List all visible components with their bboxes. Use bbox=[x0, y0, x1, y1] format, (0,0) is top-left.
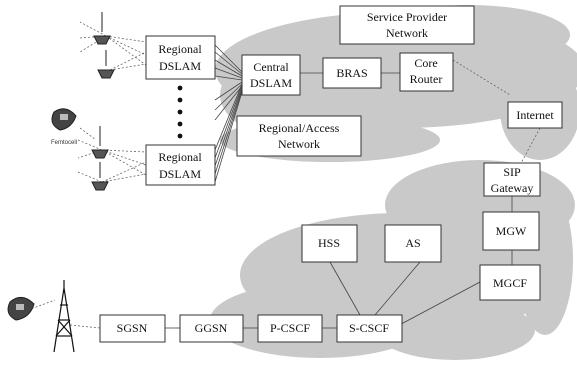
antenna-icon bbox=[91, 162, 109, 191]
bras-label: BRAS bbox=[336, 66, 367, 80]
regional-access-network-line2: Network bbox=[278, 137, 320, 151]
hss-label: HSS bbox=[318, 236, 340, 250]
mgw: MGW bbox=[482, 211, 540, 251]
internet-label: Internet bbox=[516, 108, 554, 122]
regional-dslam-top-line2: DSLAM bbox=[159, 59, 201, 73]
mobile-phone-icon bbox=[51, 108, 77, 131]
regional-access-network-line1: Regional/Access bbox=[259, 121, 340, 135]
s-cscf: S-CSCF bbox=[336, 314, 403, 343]
regional-access-network: Regional/Access Network bbox=[236, 115, 362, 157]
core-router-line2: Router bbox=[410, 72, 443, 86]
p-cscf: P-CSCF bbox=[257, 314, 323, 343]
antenna-icon bbox=[93, 12, 111, 45]
ggsn: GGSN bbox=[179, 314, 244, 343]
ellipsis-dots bbox=[177, 85, 183, 139]
mgw-label: MGW bbox=[496, 224, 527, 238]
sgsn: SGSN bbox=[99, 314, 166, 343]
regional-dslam-bottom-line2: DSLAM bbox=[159, 167, 201, 181]
sgsn-label: SGSN bbox=[117, 321, 148, 335]
regional-dslam-bottom-line1: Regional bbox=[158, 150, 202, 164]
sip-gateway-line2: Gateway bbox=[491, 181, 534, 195]
regional-dslam-top-line1: Regional bbox=[158, 42, 202, 56]
central-dslam-line2: DSLAM bbox=[250, 76, 292, 90]
as-label: AS bbox=[405, 236, 420, 250]
regional-dslam-bottom: Regional DSLAM bbox=[145, 144, 216, 186]
core-router: Core Router bbox=[399, 52, 454, 92]
internet: Internet bbox=[507, 101, 563, 129]
central-dslam-line1: Central bbox=[253, 60, 289, 74]
hss: HSS bbox=[301, 224, 358, 263]
s-cscf-label: S-CSCF bbox=[349, 321, 389, 335]
bras: BRAS bbox=[322, 57, 382, 89]
core-router-line1: Core bbox=[414, 56, 437, 70]
antenna-icon bbox=[91, 126, 109, 159]
connections bbox=[27, 21, 541, 331]
mgcf: MGCF bbox=[479, 264, 541, 301]
mobile-phone-icon bbox=[7, 297, 35, 321]
antenna-icon bbox=[97, 50, 115, 79]
service-provider-network-line2: Network bbox=[386, 26, 428, 40]
mgcf-label: MGCF bbox=[493, 276, 527, 290]
sip-gateway-line1: SIP bbox=[503, 165, 521, 179]
service-provider-network-line1: Service Provider bbox=[367, 10, 447, 24]
p-cscf-label: P-CSCF bbox=[270, 321, 310, 335]
regional-dslam-top: Regional DSLAM bbox=[145, 35, 216, 80]
cell-tower-icon bbox=[53, 280, 75, 353]
service-provider-network: Service Provider Network bbox=[339, 5, 475, 45]
ggsn-label: GGSN bbox=[195, 321, 228, 335]
sip-gateway: SIP Gateway bbox=[483, 162, 541, 197]
as: AS bbox=[384, 224, 442, 263]
central-dslam: Central DSLAM bbox=[241, 54, 301, 96]
femtocell-label: Femtocell bbox=[51, 140, 77, 146]
